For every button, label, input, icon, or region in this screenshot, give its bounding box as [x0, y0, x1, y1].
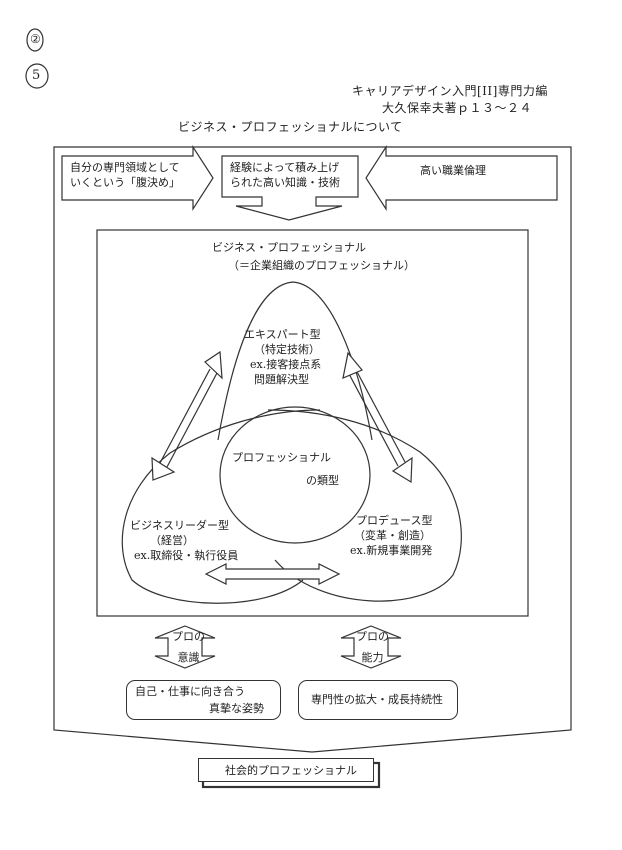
right-top-arrow	[365, 144, 558, 212]
ethics-label: 高い職業倫理	[420, 164, 486, 177]
left-diagonal-arrow	[151, 350, 223, 481]
left-top-arrow	[61, 144, 214, 212]
right-vertical-arrow	[340, 625, 402, 669]
margin-mark-1: ②	[30, 32, 41, 46]
social-professional-box: 社会的プロフェッショナル	[198, 758, 374, 782]
page-title: ビジネス・プロフェッショナルについて	[178, 120, 403, 134]
knowledge-label: 経験によって積み上げ られた高い知識・技術	[230, 161, 340, 189]
expert-type-label: エキスパート型 （特定技術） ex.接客接点系 問題解決型	[244, 328, 322, 386]
header-author: 大久保幸夫著ｐ１３～２４	[382, 101, 533, 115]
inner-frame	[96, 229, 529, 617]
commitment-label: 自分の専門領域として いくという「腹決め」	[70, 161, 180, 189]
center-ellipse	[219, 406, 371, 544]
margin-circle-2	[25, 63, 49, 89]
margin-circle-1	[26, 28, 44, 52]
margin-mark-2: 5	[32, 68, 41, 83]
sincere-attitude-box: 自己・仕事に向き合う 真摯な姿勢	[126, 680, 281, 720]
growth-box: 専門性の拡大・成長持続性	[298, 680, 458, 720]
producer-type-label: プロデュース型 （変革・創造） ex.新規事業開発	[350, 514, 433, 557]
outer-frame	[53, 146, 572, 753]
right-diagonal-arrow	[342, 351, 413, 484]
bottom-double-arrow	[204, 563, 341, 585]
center-down-arrow	[221, 155, 359, 221]
pro-awareness-label: プロの 意識	[172, 630, 205, 664]
leader-type-label: ビジネスリーダー型 （経営） ex.取締役・執行役員	[130, 519, 239, 562]
inner-subtitle: （＝企業組織のプロフェッショナル）	[228, 259, 415, 272]
left-vertical-arrow	[154, 625, 216, 669]
inner-title: ビジネス・プロフェッショナル	[212, 241, 366, 254]
header-series: キャリアデザイン入門[II]専門力編	[352, 84, 548, 98]
pro-ability-label: プロの 能力	[356, 630, 389, 664]
professional-types-label: プロフェッショナル の類型	[232, 451, 339, 487]
leader-lobe	[121, 409, 321, 604]
producer-lobe	[267, 409, 462, 602]
